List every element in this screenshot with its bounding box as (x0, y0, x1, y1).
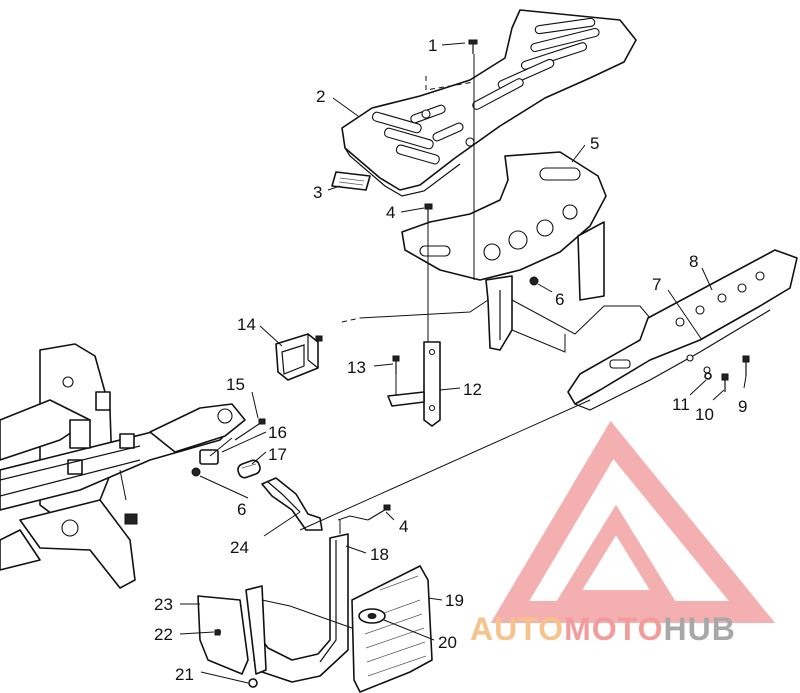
nut-part-6-lower (191, 467, 201, 477)
callout-4b: 4 (399, 517, 408, 536)
callout-4a: 4 (386, 203, 395, 222)
logo-triangle (490, 420, 776, 623)
screw-part-4-lower (367, 504, 391, 521)
callout-10: 10 (695, 405, 714, 424)
callout-22: 22 (154, 625, 173, 644)
callout-1: 1 (428, 36, 437, 55)
callout-9: 9 (738, 397, 747, 416)
callout-5: 5 (590, 134, 599, 153)
callout-7: 7 (652, 275, 661, 294)
callout-11: 11 (672, 395, 690, 414)
washer-part-21 (248, 678, 258, 688)
u-frame-part-18 (253, 533, 349, 683)
logo-lettering: AUTOMOTOHUB (470, 611, 736, 647)
callout-3: 3 (313, 183, 322, 202)
reflector-part-3 (331, 171, 371, 191)
screw-part-13 (392, 355, 400, 374)
tail-light-part-14 (275, 333, 323, 381)
callout-leaders (179, 42, 747, 684)
callout-2: 2 (316, 87, 325, 106)
callout-6b: 6 (237, 500, 246, 519)
screw-part-15 (234, 418, 266, 441)
screw-part-22 (214, 629, 221, 636)
side-plate-part-23 (197, 585, 267, 675)
callout-14: 14 (237, 315, 256, 334)
rack-support-part-5 (401, 151, 607, 351)
callout-6a: 6 (555, 290, 564, 309)
bushing-part-17 (237, 459, 261, 479)
watermark-logo: AUTOMOTOHUB (470, 420, 776, 647)
nut-part-6-upper (529, 276, 539, 286)
mud-flap-part-19 (351, 565, 433, 693)
bolt-part-9 (742, 355, 750, 376)
callout-19: 19 (445, 591, 464, 610)
logo-inner-triangle (553, 504, 679, 606)
bolt-part-10 (721, 373, 729, 392)
callout-18: 18 (370, 545, 389, 564)
callout-labels: 1 2 3 4 5 6 7 8 9 10 11 12 13 14 15 16 1… (154, 36, 747, 684)
bracket-part-12 (387, 341, 441, 427)
vehicle-frame (0, 343, 246, 589)
callout-23: 23 (154, 595, 173, 614)
tube-part-24 (261, 477, 323, 531)
screw-part-1 (468, 39, 478, 54)
callout-17: 17 (268, 445, 287, 464)
callout-20: 20 (438, 633, 457, 652)
callout-8: 8 (689, 252, 698, 271)
rear-bumper-part-8 (567, 249, 798, 411)
callout-12: 12 (463, 380, 482, 399)
callout-13: 13 (347, 358, 366, 377)
screw-part-4-upper (424, 203, 433, 222)
washer-part-11 (704, 372, 712, 380)
callout-24: 24 (230, 538, 249, 557)
callout-16: 16 (268, 423, 287, 442)
assembly-guide-lines (119, 54, 651, 629)
upper-rack-plate (341, 9, 637, 197)
callout-21: 21 (175, 665, 194, 684)
callout-15: 15 (226, 375, 245, 394)
grommet-part-20 (358, 608, 386, 624)
